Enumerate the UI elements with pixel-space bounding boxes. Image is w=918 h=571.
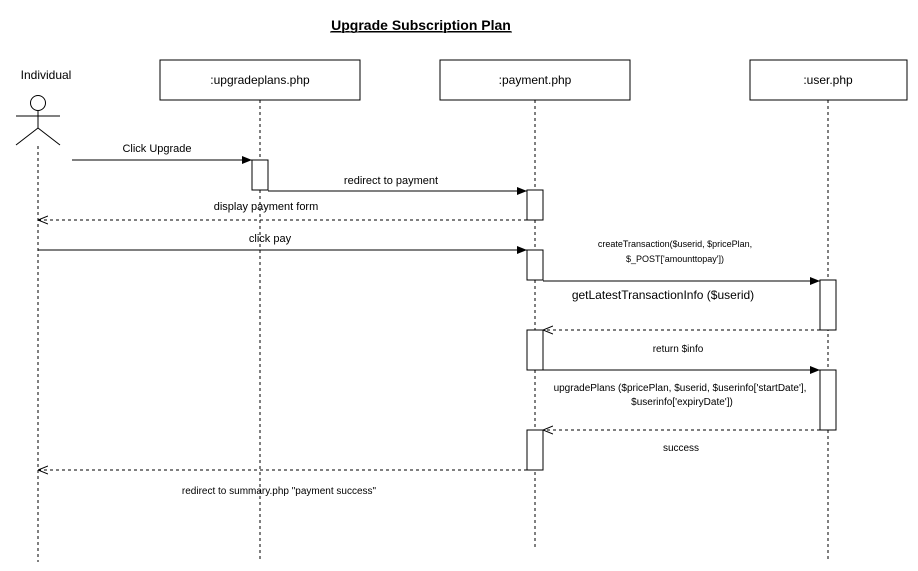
activation-bar <box>819 369 837 431</box>
stick-figure-icon <box>15 95 61 146</box>
message-label: redirect to payment <box>344 175 438 187</box>
message-label: createTransaction($userid, $pricePlan, <box>598 239 752 249</box>
message-label: getLatestTransactionInfo ($userid) <box>572 288 754 302</box>
message-label: $_POST['amounttopay']) <box>626 254 724 264</box>
activation-bar <box>819 279 837 331</box>
message-success: success <box>38 443 699 470</box>
actor-label: Individual <box>21 68 72 82</box>
message-click-pay: click pay <box>38 233 527 254</box>
participant-upgradeplans: :upgradeplans.php <box>159 59 361 562</box>
message-label: display payment form <box>214 201 319 213</box>
message-create-transaction: createTransaction($userid, $pricePlan, $… <box>543 239 820 285</box>
participant-label: :payment.php <box>499 73 572 87</box>
message-label: Click Upgrade <box>122 143 191 155</box>
activation-bar <box>526 189 544 221</box>
message-label: success <box>663 443 699 454</box>
message-label: return $info <box>653 344 704 355</box>
activation-bar <box>526 329 544 371</box>
message-label: $userinfo['expiryDate']) <box>631 397 733 408</box>
message-label: redirect to summary.php "payment success… <box>182 486 377 497</box>
message-upgrade-plans: upgradePlans ($pricePlan, $userid, $user… <box>543 383 820 430</box>
diagram-title: Upgrade Subscription Plan <box>331 17 511 33</box>
activation-bar <box>526 429 544 471</box>
message-get-latest-transaction-info: getLatestTransactionInfo ($userid) <box>543 288 820 330</box>
participant-payment: :payment.php <box>439 59 631 548</box>
message-display-payment-form: display payment form <box>38 201 527 220</box>
message-label: upgradePlans ($pricePlan, $userid, $user… <box>554 383 807 394</box>
activation-bar <box>526 249 544 281</box>
participant-box <box>749 59 908 101</box>
participant-label: :user.php <box>803 73 853 87</box>
participant-user: :user.php <box>749 59 908 562</box>
message-label: click pay <box>249 233 292 245</box>
message-return-info: return $info <box>543 344 820 374</box>
participant-label: :upgradeplans.php <box>210 73 310 87</box>
activation-bar <box>251 159 269 191</box>
actor-individual: Individual <box>15 68 72 562</box>
message-redirect-to-summary: redirect to summary.php "payment success… <box>182 486 377 497</box>
message-redirect-to-payment: redirect to payment <box>268 175 527 195</box>
message-click-upgrade: Click Upgrade <box>72 143 252 164</box>
participant-box <box>159 59 361 101</box>
